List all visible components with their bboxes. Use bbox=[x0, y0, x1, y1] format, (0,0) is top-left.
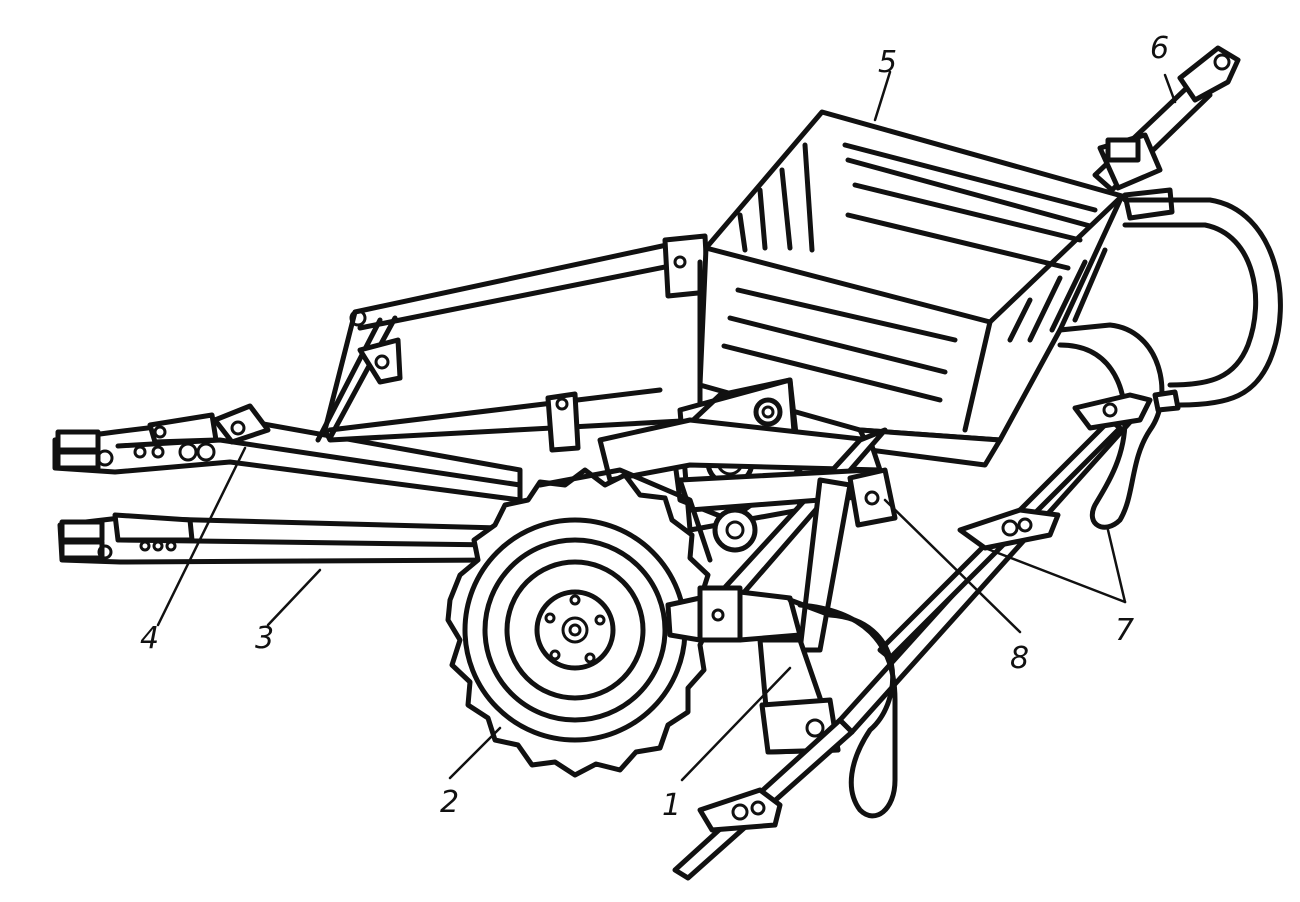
ground-wheel bbox=[445, 467, 715, 778]
callout-4: 4 bbox=[140, 621, 159, 656]
tool-shank bbox=[757, 637, 841, 755]
axle-block bbox=[665, 585, 803, 643]
frame-fender bbox=[315, 233, 711, 453]
callout-1: 1 bbox=[662, 788, 681, 823]
upper-hitch-beam bbox=[52, 403, 523, 503]
callout-6: 6 bbox=[1150, 31, 1169, 66]
coupling bbox=[847, 467, 898, 528]
lower-hitch-beam bbox=[57, 512, 503, 565]
callout-2: 2 bbox=[440, 785, 459, 820]
callout-5: 5 bbox=[878, 45, 897, 80]
callout-7: 7 bbox=[1115, 613, 1134, 648]
callout-8: 8 bbox=[1010, 641, 1029, 676]
hopper-box bbox=[697, 109, 1125, 468]
drive-shaft bbox=[1092, 45, 1241, 221]
callout-3: 3 bbox=[255, 621, 274, 656]
spring-tines bbox=[697, 197, 1283, 833]
callout-labels: 1 2 3 4 5 6 7 8 bbox=[140, 31, 1169, 823]
leader-lines bbox=[156, 70, 1177, 782]
